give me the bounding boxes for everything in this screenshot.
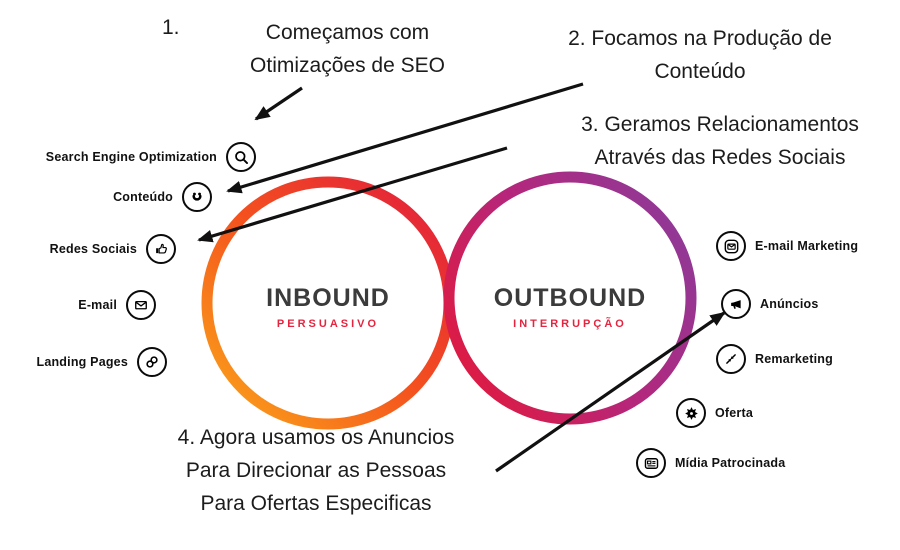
left-item-landing-pages-label: Landing Pages: [36, 355, 128, 369]
left-item-email: E-mail: [78, 289, 156, 321]
right-item-remarketing-label: Remarketing: [755, 352, 833, 366]
annotation-2-line-1: 2. Focamos na Produção de: [568, 27, 832, 50]
annotation-1-line-1: Começamos com: [265, 21, 430, 44]
annotation-4-line-3: Para Ofertas Especificas: [200, 492, 432, 515]
smiley-icon: [182, 182, 212, 212]
right-item-email-marketing: E-mail Marketing: [716, 230, 858, 262]
megaphone-icon: [721, 289, 751, 319]
left-item-conteudo-label: Conteúdo: [113, 190, 173, 204]
left-item-redes-sociais: Redes Sociais: [50, 233, 176, 265]
annotation-1: Começamos com Otimizações de SEO: [230, 16, 465, 82]
left-item-conteudo: Conteúdo: [113, 181, 212, 213]
arrow-1: [254, 86, 303, 121]
left-item-landing-pages: Landing Pages: [36, 346, 167, 378]
thumbs-up-icon: [146, 234, 176, 264]
left-item-redes-sociais-label: Redes Sociais: [49, 242, 137, 256]
left-item-seo: Search Engine Optimization: [46, 141, 256, 173]
right-item-oferta: Oferta: [676, 397, 753, 429]
annotation-1-number: 1.: [162, 16, 180, 39]
envelope-icon: [126, 290, 156, 320]
inbound-title: INBOUND: [266, 284, 390, 312]
annotation-1-line-2: Otimizações de SEO: [250, 54, 445, 77]
newspaper-icon: [636, 448, 666, 478]
search-icon: [226, 142, 256, 172]
left-item-seo-label: Search Engine Optimization: [45, 150, 217, 164]
annotation-4: 4. Agora usamos os Anuncios Para Direcio…: [136, 421, 496, 520]
annotation-2-line-2: Conteúdo: [654, 60, 746, 83]
annotation-3: 3. Geramos Relacionamentos Através das R…: [545, 108, 895, 174]
outbound-title: OUTBOUND: [493, 284, 647, 312]
right-item-oferta-label: Oferta: [715, 406, 754, 420]
arrow-4: [495, 311, 726, 473]
arrows-inward-icon: [716, 344, 746, 374]
right-item-remarketing: Remarketing: [716, 343, 833, 375]
right-item-midia-patrocinada-label: Mídia Patrocinada: [675, 456, 786, 470]
inbound-subtitle: PERSUASIVO: [276, 318, 380, 330]
starburst-icon: [676, 398, 706, 428]
right-item-anuncios: Anúncios: [721, 288, 819, 320]
link-icon: [137, 347, 167, 377]
arrow-2: [226, 82, 584, 194]
annotation-4-line-1: 4. Agora usamos os Anuncios: [177, 426, 455, 449]
annotation-2: 2. Focamos na Produção de Conteúdo: [520, 22, 880, 88]
annotation-3-line-2: Através das Redes Sociais: [594, 146, 846, 169]
left-item-email-label: E-mail: [78, 298, 117, 312]
annotation-3-line-1: 3. Geramos Relacionamentos: [581, 113, 859, 136]
right-item-midia-patrocinada: Mídia Patrocinada: [636, 447, 785, 479]
envelope-square-icon: [716, 231, 746, 261]
outbound-subtitle: INTERRUPÇÃO: [513, 318, 627, 330]
right-item-anuncios-label: Anúncios: [760, 297, 819, 311]
arrow-3: [197, 146, 508, 243]
right-item-email-marketing-label: E-mail Marketing: [755, 239, 859, 253]
annotation-4-line-2: Para Direcionar as Pessoas: [185, 459, 447, 482]
